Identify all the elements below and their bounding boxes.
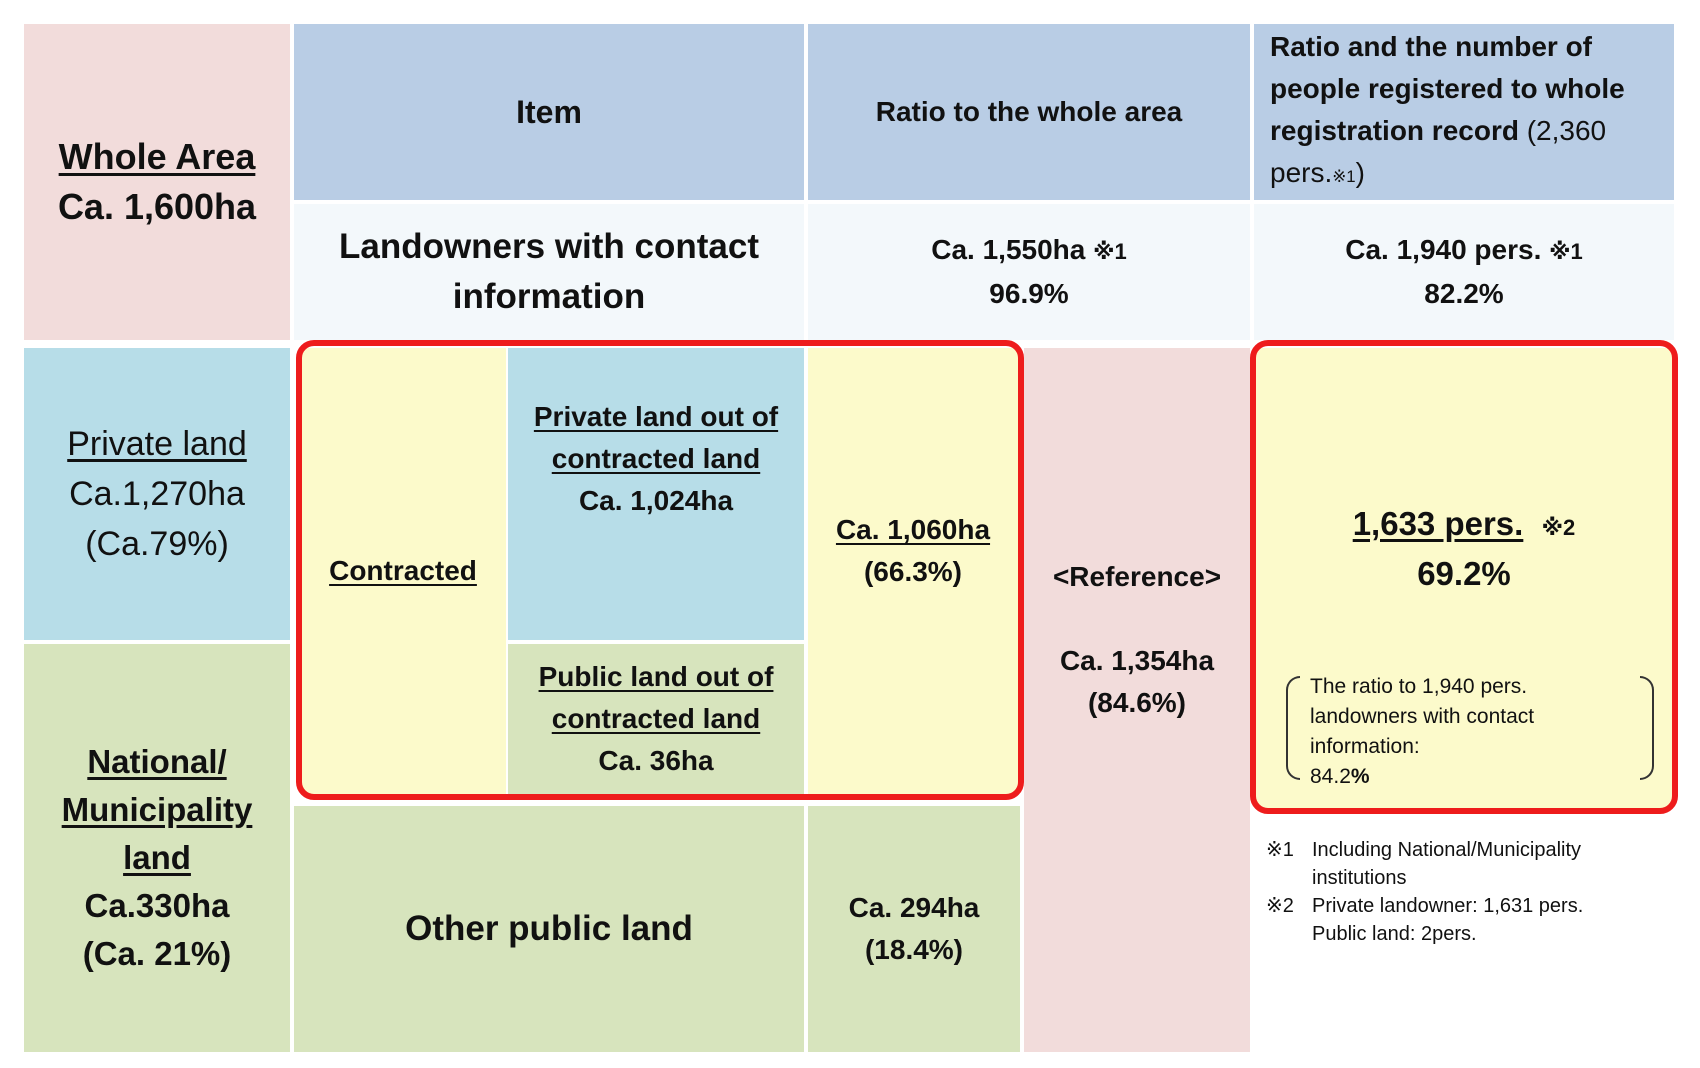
reference-cell: <Reference> Ca. 1,354ha (84.6%): [1024, 348, 1250, 1052]
registered-cell: 1,633 pers. ※2 69.2%: [1256, 348, 1672, 810]
contracted-label-cell: Contracted: [300, 348, 506, 794]
footnote-1-line2: institutions: [1312, 867, 1407, 889]
other-public-cell: Other public land: [294, 806, 804, 1052]
contact-people-value-line: Ca. 1,940 pers. ※1: [1345, 229, 1583, 273]
registered-note-line4: 84.2%: [1310, 762, 1534, 792]
contact-area-cell: Ca. 1,550ha ※1 96.9%: [808, 204, 1250, 340]
public-contracted-line2: contracted land: [551, 703, 761, 734]
registered-note-line3: information:: [1310, 735, 1420, 758]
private-contracted-cell: Private land out of contracted land Ca. …: [508, 348, 804, 640]
registered-note-percent: %: [1350, 765, 1370, 788]
public-contracted-line1: Public land out of: [538, 661, 774, 692]
private-contracted-value: Ca. 1,024ha: [578, 485, 734, 516]
contact-area-value: Ca. 1,550ha: [931, 234, 1086, 265]
reference-label: <Reference>: [1052, 561, 1222, 592]
registered-note-bracket-left: [1286, 676, 1300, 780]
other-public-label: Other public land: [405, 909, 693, 948]
registered-value-line: 1,633 pers. ※2: [1353, 501, 1576, 551]
registered-value: 1,633 pers.: [1352, 505, 1524, 542]
contact-area-mark: ※1: [1093, 239, 1127, 264]
private-land-ratio: (Ca.79%): [85, 525, 229, 563]
public-contracted-value: Ca. 36ha: [598, 745, 714, 776]
header-ratio-people-main: Ratio and the number of people registere…: [1270, 31, 1625, 146]
contact-people-value: Ca. 1,940 pers.: [1345, 234, 1542, 265]
registered-note-line2: landowners with contact: [1310, 705, 1535, 728]
registered-note-text: The ratio to 1,940 pers. landowners with…: [1310, 672, 1534, 792]
reference-ratio: (84.6%): [1087, 687, 1187, 718]
reference-value: Ca. 1,354ha: [1059, 645, 1215, 676]
contracted-total-value: Ca. 1,060ha: [835, 514, 991, 545]
footnote-2: ※2 Private landowner: 1,631 pers. Public…: [1266, 892, 1686, 948]
registered-note-line1: The ratio to 1,940 pers.: [1310, 675, 1528, 698]
private-land-value: Ca.1,270ha: [69, 475, 245, 513]
public-contracted-cell: Public land out of contracted land Ca. 3…: [508, 644, 804, 794]
national-land-line2: Municipality: [61, 791, 253, 828]
other-public-value-cell: Ca. 294ha (18.4%): [808, 806, 1020, 1052]
footnote-2-mark: ※2: [1266, 895, 1294, 917]
contact-people-ratio: 82.2%: [1424, 278, 1504, 309]
registered-note: The ratio to 1,940 pers. landowners with…: [1286, 672, 1654, 788]
contracted-label: Contracted: [329, 555, 477, 586]
contact-area-ratio: 96.9%: [989, 278, 1069, 309]
whole-area-title: Whole Area: [58, 136, 256, 177]
national-land-ratio: (Ca. 21%): [82, 935, 232, 972]
contact-label-line1: Landowners with contact: [338, 227, 760, 266]
registered-mark: ※2: [1541, 515, 1576, 540]
other-public-ratio: (18.4%): [864, 934, 964, 965]
contact-area-value-line: Ca. 1,550ha ※1: [931, 229, 1127, 273]
header-ratio-people: Ratio and the number of people registere…: [1254, 24, 1674, 200]
header-item: Item: [294, 24, 804, 200]
national-land-cell: National/ Municipality land Ca.330ha (Ca…: [24, 644, 290, 1052]
contracted-total-ratio: (66.3%): [863, 556, 963, 587]
footnote-2-line1: Private landowner: 1,631 pers.: [1312, 895, 1584, 917]
contact-people-cell: Ca. 1,940 pers. ※1 82.2%: [1254, 204, 1674, 340]
header-ratio-area-label: Ratio to the whole area: [875, 96, 1183, 127]
footnote-2-text: Private landowner: 1,631 pers. Public la…: [1312, 892, 1583, 948]
contact-label-cell: Landowners with contact information: [294, 204, 804, 340]
header-ratio-people-mark: ※1: [1332, 167, 1356, 186]
footnote-1-line1: Including National/Municipality: [1312, 839, 1582, 861]
private-contracted-line1: Private land out of: [533, 401, 779, 432]
header-ratio-people-text: Ratio and the number of people registere…: [1270, 26, 1658, 198]
footnote-2-line2: Public land: 2pers.: [1312, 923, 1477, 945]
footnote-1-text: Including National/Municipality institut…: [1312, 836, 1581, 892]
other-public-value: Ca. 294ha: [848, 892, 980, 923]
header-ratio-people-count: (2,360 pers.: [1270, 115, 1607, 188]
whole-area-value: Ca. 1,600ha: [57, 186, 257, 227]
national-land-value: Ca.330ha: [84, 887, 230, 924]
whole-area-cell: Whole Area Ca. 1,600ha: [24, 24, 290, 340]
contact-label-line2: information: [452, 277, 646, 316]
header-ratio-people-close: ): [1355, 157, 1365, 188]
footnote-1-row: ※1 Including National/Municipality insti…: [1266, 836, 1686, 892]
footnote-2-row: ※2 Private landowner: 1,631 pers. Public…: [1266, 892, 1686, 948]
private-land-cell: Private land Ca.1,270ha (Ca.79%): [24, 348, 290, 640]
national-land-line1: National/: [87, 743, 227, 780]
registered-note-value: 84.2: [1310, 765, 1351, 788]
private-contracted-line2: contracted land: [551, 443, 761, 474]
footnote-1-mark: ※1: [1266, 839, 1294, 861]
header-item-label: Item: [516, 93, 582, 130]
registered-note-bracket-right: [1640, 676, 1654, 780]
private-land-title: Private land: [67, 425, 247, 463]
footnote-1: ※1 Including National/Municipality insti…: [1266, 836, 1686, 892]
registered-ratio: 69.2%: [1417, 555, 1511, 592]
contracted-total-cell: Ca. 1,060ha (66.3%): [808, 348, 1018, 794]
header-ratio-area: Ratio to the whole area: [808, 24, 1250, 200]
contact-people-mark: ※1: [1549, 239, 1583, 264]
national-land-line3: land: [123, 839, 191, 876]
